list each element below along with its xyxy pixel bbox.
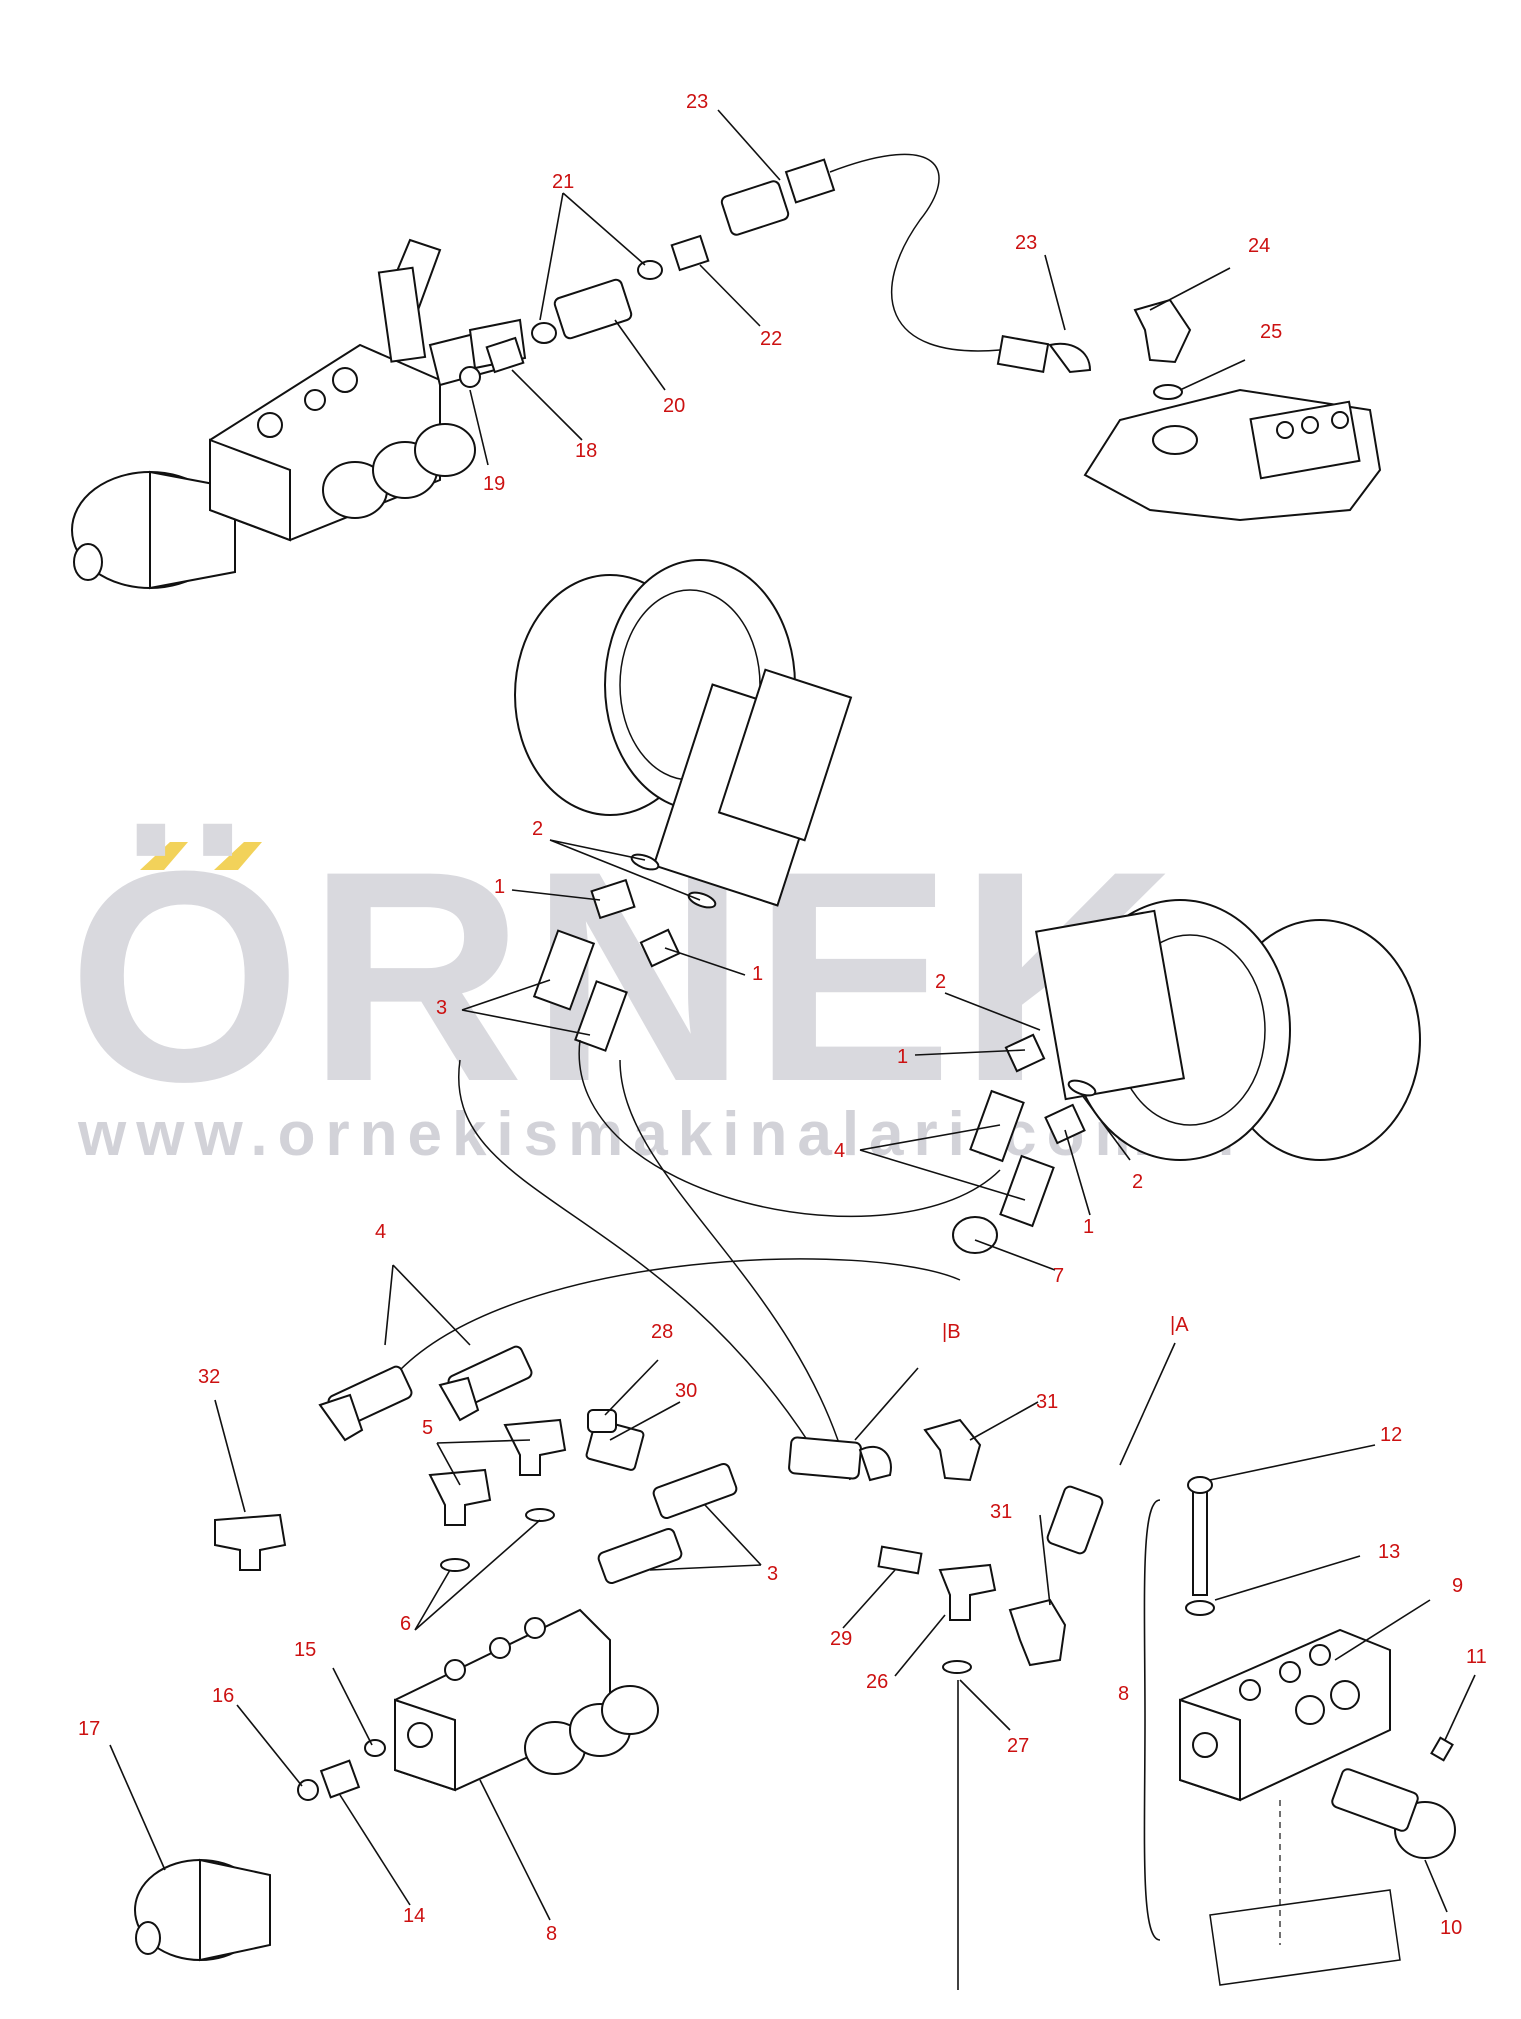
o-ring-15 <box>364 1739 386 1757</box>
elbow-24 <box>1133 298 1192 364</box>
callout-16: 16 <box>212 1685 234 1707</box>
watermark-accent-right <box>214 842 262 870</box>
watermark: ÖRNEK www.ornekismakinalari.com.tr <box>68 808 1252 1169</box>
top-valve-assembly <box>71 238 527 590</box>
tee-5b <box>428 1468 492 1526</box>
fitting-14 <box>319 1759 361 1799</box>
callout-32: 32 <box>198 1366 220 1388</box>
tee-26 <box>938 1563 997 1621</box>
callout-1-left: 1 <box>494 876 505 898</box>
washer-16 <box>297 1779 319 1801</box>
adapter-20 <box>553 278 633 340</box>
watermark-brand: ÖRNEK <box>68 808 1181 1144</box>
callout-18: 18 <box>575 440 597 462</box>
callout-3-bottom: 3 <box>767 1563 778 1585</box>
lower-right-fittings <box>788 1418 1104 1990</box>
callout-27: 27 <box>1007 1735 1029 1757</box>
hose-end-23a <box>720 180 790 236</box>
o-ring-27 <box>942 1660 972 1674</box>
callout-1-mid: 1 <box>752 963 763 985</box>
lower-valve-assembly <box>134 1608 659 1962</box>
fitting-chain-top <box>459 153 1192 400</box>
callout-4-top: 4 <box>834 1140 845 1162</box>
callout-10: 10 <box>1440 1917 1462 1939</box>
watermark-accent-left <box>140 842 188 870</box>
callout-23-right: 23 <box>1015 232 1037 254</box>
callout-8-block: 8 <box>546 1923 557 1945</box>
callout-A: |A <box>1170 1314 1189 1336</box>
callout-22: 22 <box>760 328 782 350</box>
washer-13 <box>1185 1600 1215 1616</box>
callout-1-right-bottom: 1 <box>1083 1216 1094 1238</box>
callout-14: 14 <box>403 1905 425 1927</box>
callout-6: 6 <box>400 1613 411 1635</box>
callout-5: 5 <box>422 1417 433 1439</box>
hose-end-23b <box>996 335 1050 373</box>
callout-1-right-top: 1 <box>897 1046 908 1068</box>
travel-motor-right <box>1034 899 1421 1161</box>
callout-2-left: 2 <box>532 818 543 840</box>
callout-15: 15 <box>294 1639 316 1661</box>
callout-30: 30 <box>675 1380 697 1402</box>
lower-hoses-and-tees <box>214 1345 738 1585</box>
callout-20: 20 <box>663 395 685 417</box>
callout-12: 12 <box>1380 1424 1402 1446</box>
callout-31-top: 31 <box>1036 1391 1058 1413</box>
o-ring-6a <box>525 1508 555 1522</box>
callout-28: 28 <box>651 1321 673 1343</box>
callout-29: 29 <box>830 1628 852 1650</box>
callout-17: 17 <box>78 1718 100 1740</box>
tee-5a <box>503 1418 567 1476</box>
screw-11 <box>1430 1736 1454 1762</box>
leader-lines <box>109 109 1476 1921</box>
callout-11: 11 <box>1466 1646 1487 1668</box>
callout-24: 24 <box>1248 235 1270 257</box>
detail-view-8 <box>1143 1476 1456 1986</box>
bolt-12 <box>1192 1484 1208 1596</box>
callout-labels: 23 21 22 20 18 19 23 24 25 2 1 1 3 2 1 4… <box>78 91 1487 1945</box>
cap-28 <box>587 1409 617 1433</box>
elbow-31b <box>1008 1598 1067 1667</box>
travel-motor-left <box>514 559 853 907</box>
callout-8-detail: 8 <box>1118 1683 1129 1705</box>
clamp-7 <box>952 1216 998 1254</box>
middle-fittings <box>399 853 1097 1481</box>
o-ring-25 <box>1153 384 1183 400</box>
callout-23-top: 23 <box>686 91 708 113</box>
callout-4-bottom: 4 <box>375 1221 386 1243</box>
o-ring-6b <box>440 1558 470 1572</box>
callout-2-right-top: 2 <box>935 971 946 993</box>
washer-21b <box>637 260 663 280</box>
switch-29 <box>877 1545 923 1575</box>
callout-21: 21 <box>552 171 574 193</box>
callout-25: 25 <box>1260 321 1282 343</box>
callout-3-top: 3 <box>436 997 447 1019</box>
tee-32 <box>214 1513 287 1571</box>
callout-26: 26 <box>866 1671 888 1693</box>
watermark-url: www.ornekismakinalari.com.tr <box>77 1100 1252 1169</box>
washer-21a <box>531 322 557 344</box>
callout-2-right-bottom: 2 <box>1132 1171 1143 1193</box>
callout-7: 7 <box>1053 1265 1064 1287</box>
callout-19: 19 <box>483 473 505 495</box>
motor-top-right <box>1083 388 1382 522</box>
fitting-22 <box>670 234 710 272</box>
callout-13: 13 <box>1378 1541 1400 1563</box>
callout-B: |B <box>942 1321 961 1343</box>
elbow-31a <box>923 1418 982 1482</box>
fitting-18 <box>485 336 525 374</box>
o-ring-19 <box>459 366 481 388</box>
callout-9: 9 <box>1452 1575 1463 1597</box>
callout-31-bottom: 31 <box>990 1501 1012 1523</box>
